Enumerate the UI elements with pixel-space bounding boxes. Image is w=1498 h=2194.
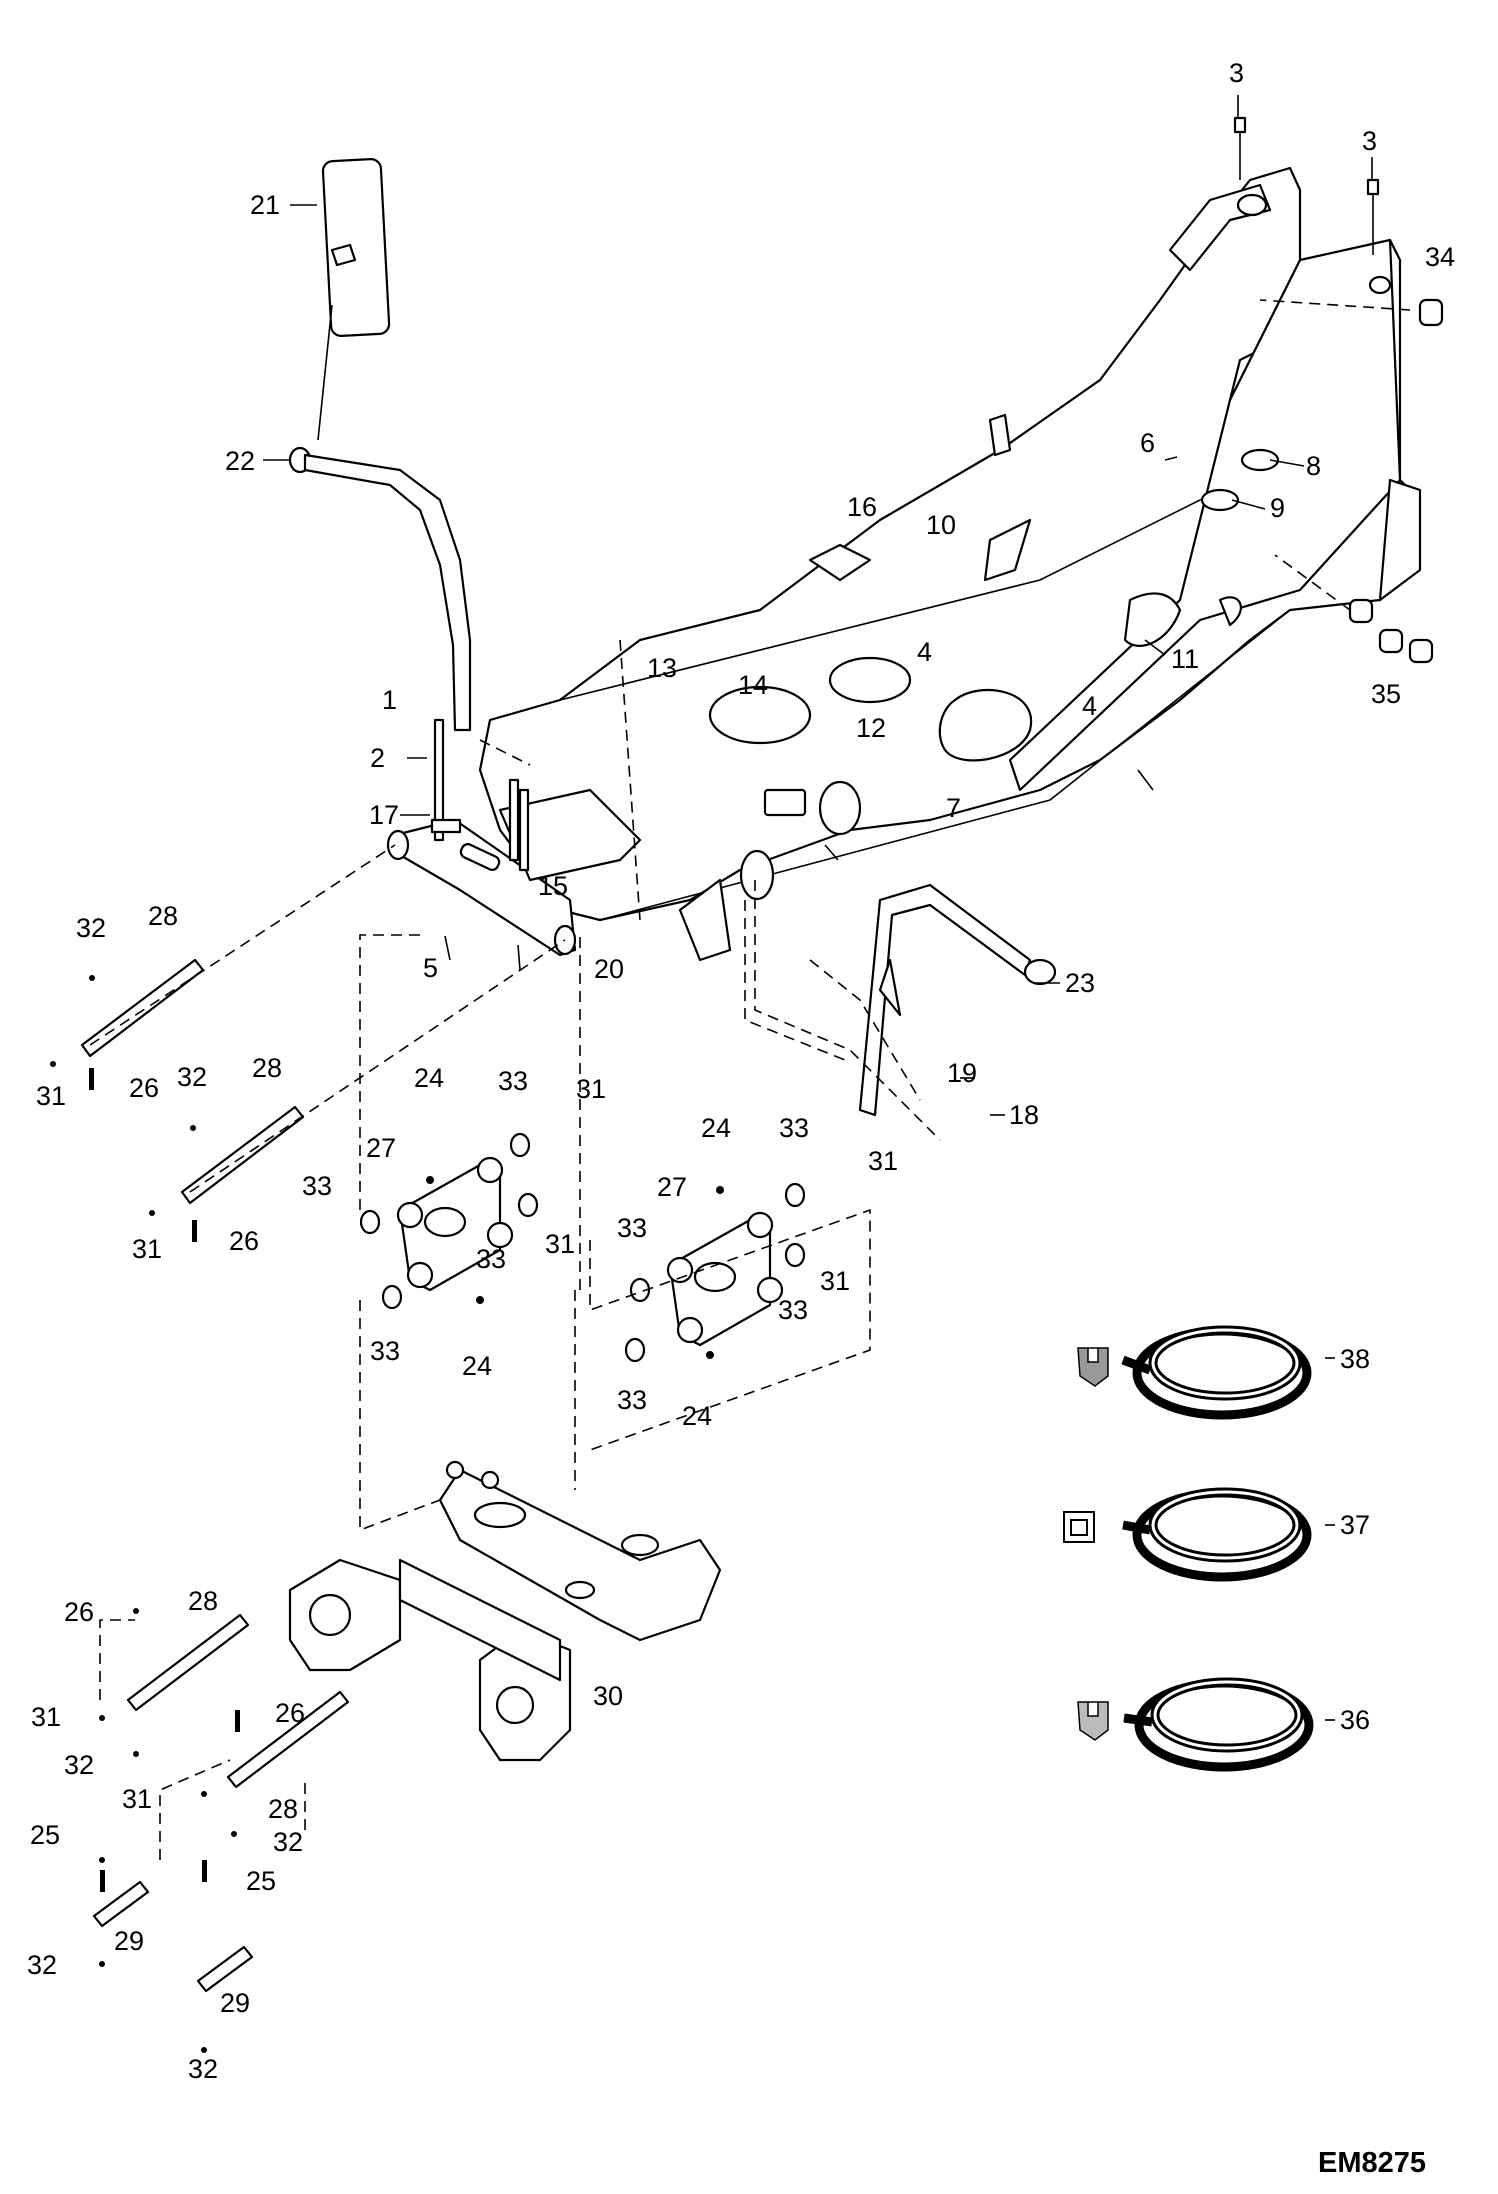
callout-31g: 31 — [31, 1702, 61, 1732]
callout-31d: 31 — [132, 1234, 162, 1264]
callout-33g: 33 — [370, 1336, 400, 1366]
callout-17: 17 — [369, 800, 399, 830]
callout-32a: 32 — [76, 913, 106, 943]
callout-25b: 25 — [246, 1866, 276, 1896]
hose-coil-36 — [1123, 1677, 1314, 1772]
fitting-clip-icon-37 — [1063, 1511, 1095, 1543]
axle-link-right — [666, 1211, 784, 1347]
callout-27b: 27 — [657, 1172, 687, 1202]
callout-35: 35 — [1371, 679, 1401, 709]
callout-31b: 31 — [576, 1074, 606, 1104]
callout-12: 12 — [856, 713, 886, 743]
callout-33b: 33 — [779, 1113, 809, 1143]
callout-1: 1 — [382, 685, 397, 715]
callout-33e: 33 — [476, 1244, 506, 1274]
callout-33h: 33 — [617, 1385, 647, 1415]
bushings — [359, 1132, 806, 1363]
callout-11: 11 — [1171, 644, 1199, 674]
callout-8: 8 — [1306, 451, 1321, 481]
callout-10: 10 — [926, 510, 956, 540]
callout-32e: 32 — [27, 1950, 57, 1980]
alignment-lines — [89, 639, 941, 1860]
front-crossmember — [386, 718, 642, 971]
main-frame — [478, 166, 1422, 962]
callout-27a: 27 — [366, 1133, 396, 1163]
callout-4a: 4 — [917, 637, 932, 667]
callout-28d: 28 — [268, 1794, 298, 1824]
callout-13: 13 — [647, 653, 677, 683]
callout-26c: 26 — [64, 1597, 94, 1627]
callout-33a: 33 — [498, 1066, 528, 1096]
callout-20: 20 — [594, 954, 624, 984]
callout-28b: 28 — [252, 1053, 282, 1083]
hose-coil-37 — [1122, 1487, 1312, 1582]
axle-link-left — [396, 1156, 514, 1292]
callout-32d: 32 — [273, 1827, 303, 1857]
callout-22: 22 — [225, 446, 255, 476]
callout-24d: 24 — [682, 1401, 712, 1431]
pins — [50, 958, 350, 2053]
leader-lines — [263, 95, 1373, 1721]
frame-hardware — [1233, 116, 1444, 664]
callout-14: 14 — [738, 670, 768, 700]
callout-31e: 31 — [545, 1229, 575, 1259]
mirror-assembly — [288, 158, 472, 732]
callout-18: 18 — [1009, 1100, 1039, 1130]
callout-31a: 31 — [36, 1081, 66, 1111]
callout-5: 5 — [423, 953, 438, 983]
rear-axle-assembly — [288, 1460, 722, 1762]
callout-3a: 3 — [1229, 58, 1244, 88]
callout-6: 6 — [1140, 428, 1155, 458]
callout-29a: 29 — [114, 1926, 144, 1956]
callout-16: 16 — [847, 492, 877, 522]
callout-24c: 24 — [462, 1351, 492, 1381]
callout-32c: 32 — [64, 1750, 94, 1780]
step-assembly — [858, 883, 1057, 1117]
callout-26b: 26 — [229, 1226, 259, 1256]
callout-38: 38 — [1340, 1344, 1370, 1374]
fitting-open-end-icon-36 — [1077, 1701, 1109, 1741]
callout-2: 2 — [370, 743, 385, 773]
callout-24b: 24 — [701, 1113, 731, 1143]
callout-37: 37 — [1340, 1510, 1370, 1540]
callout-33c: 33 — [302, 1171, 332, 1201]
callout-30: 30 — [593, 1681, 623, 1711]
callout-3b: 3 — [1362, 126, 1377, 156]
callout-28a: 28 — [148, 901, 178, 931]
callout-24a: 24 — [414, 1063, 444, 1093]
callout-28c: 28 — [188, 1586, 218, 1616]
callout-26d: 26 — [275, 1698, 305, 1728]
callout-34: 34 — [1425, 242, 1455, 272]
callout-29b: 29 — [220, 1988, 250, 2018]
callout-32f: 32 — [188, 2054, 218, 2084]
callout-9: 9 — [1270, 493, 1285, 523]
callout-33d: 33 — [617, 1213, 647, 1243]
callout-23: 23 — [1065, 968, 1095, 998]
callout-21: 21 — [250, 190, 280, 220]
callout-33f: 33 — [778, 1295, 808, 1325]
callout-31h: 31 — [122, 1784, 152, 1814]
callout-4b: 4 — [1082, 691, 1097, 721]
callout-15: 15 — [538, 871, 568, 901]
hose-coil-38 — [1121, 1325, 1312, 1420]
callout-31c: 31 — [868, 1146, 898, 1176]
callout-26a: 26 — [129, 1073, 159, 1103]
diagram-code: EM8275 — [1318, 2147, 1426, 2179]
fitting-open-end-icon-38 — [1077, 1347, 1109, 1387]
callout-7: 7 — [946, 793, 961, 823]
callout-25a: 25 — [30, 1820, 60, 1850]
callout-labels: 3 3 34 21 22 6 8 9 16 10 4 11 35 13 14 4… — [27, 58, 1455, 2179]
callout-31f: 31 — [820, 1266, 850, 1296]
callout-32b: 32 — [177, 1062, 207, 1092]
callout-36: 36 — [1340, 1705, 1370, 1735]
callout-19: 19 — [947, 1058, 977, 1088]
